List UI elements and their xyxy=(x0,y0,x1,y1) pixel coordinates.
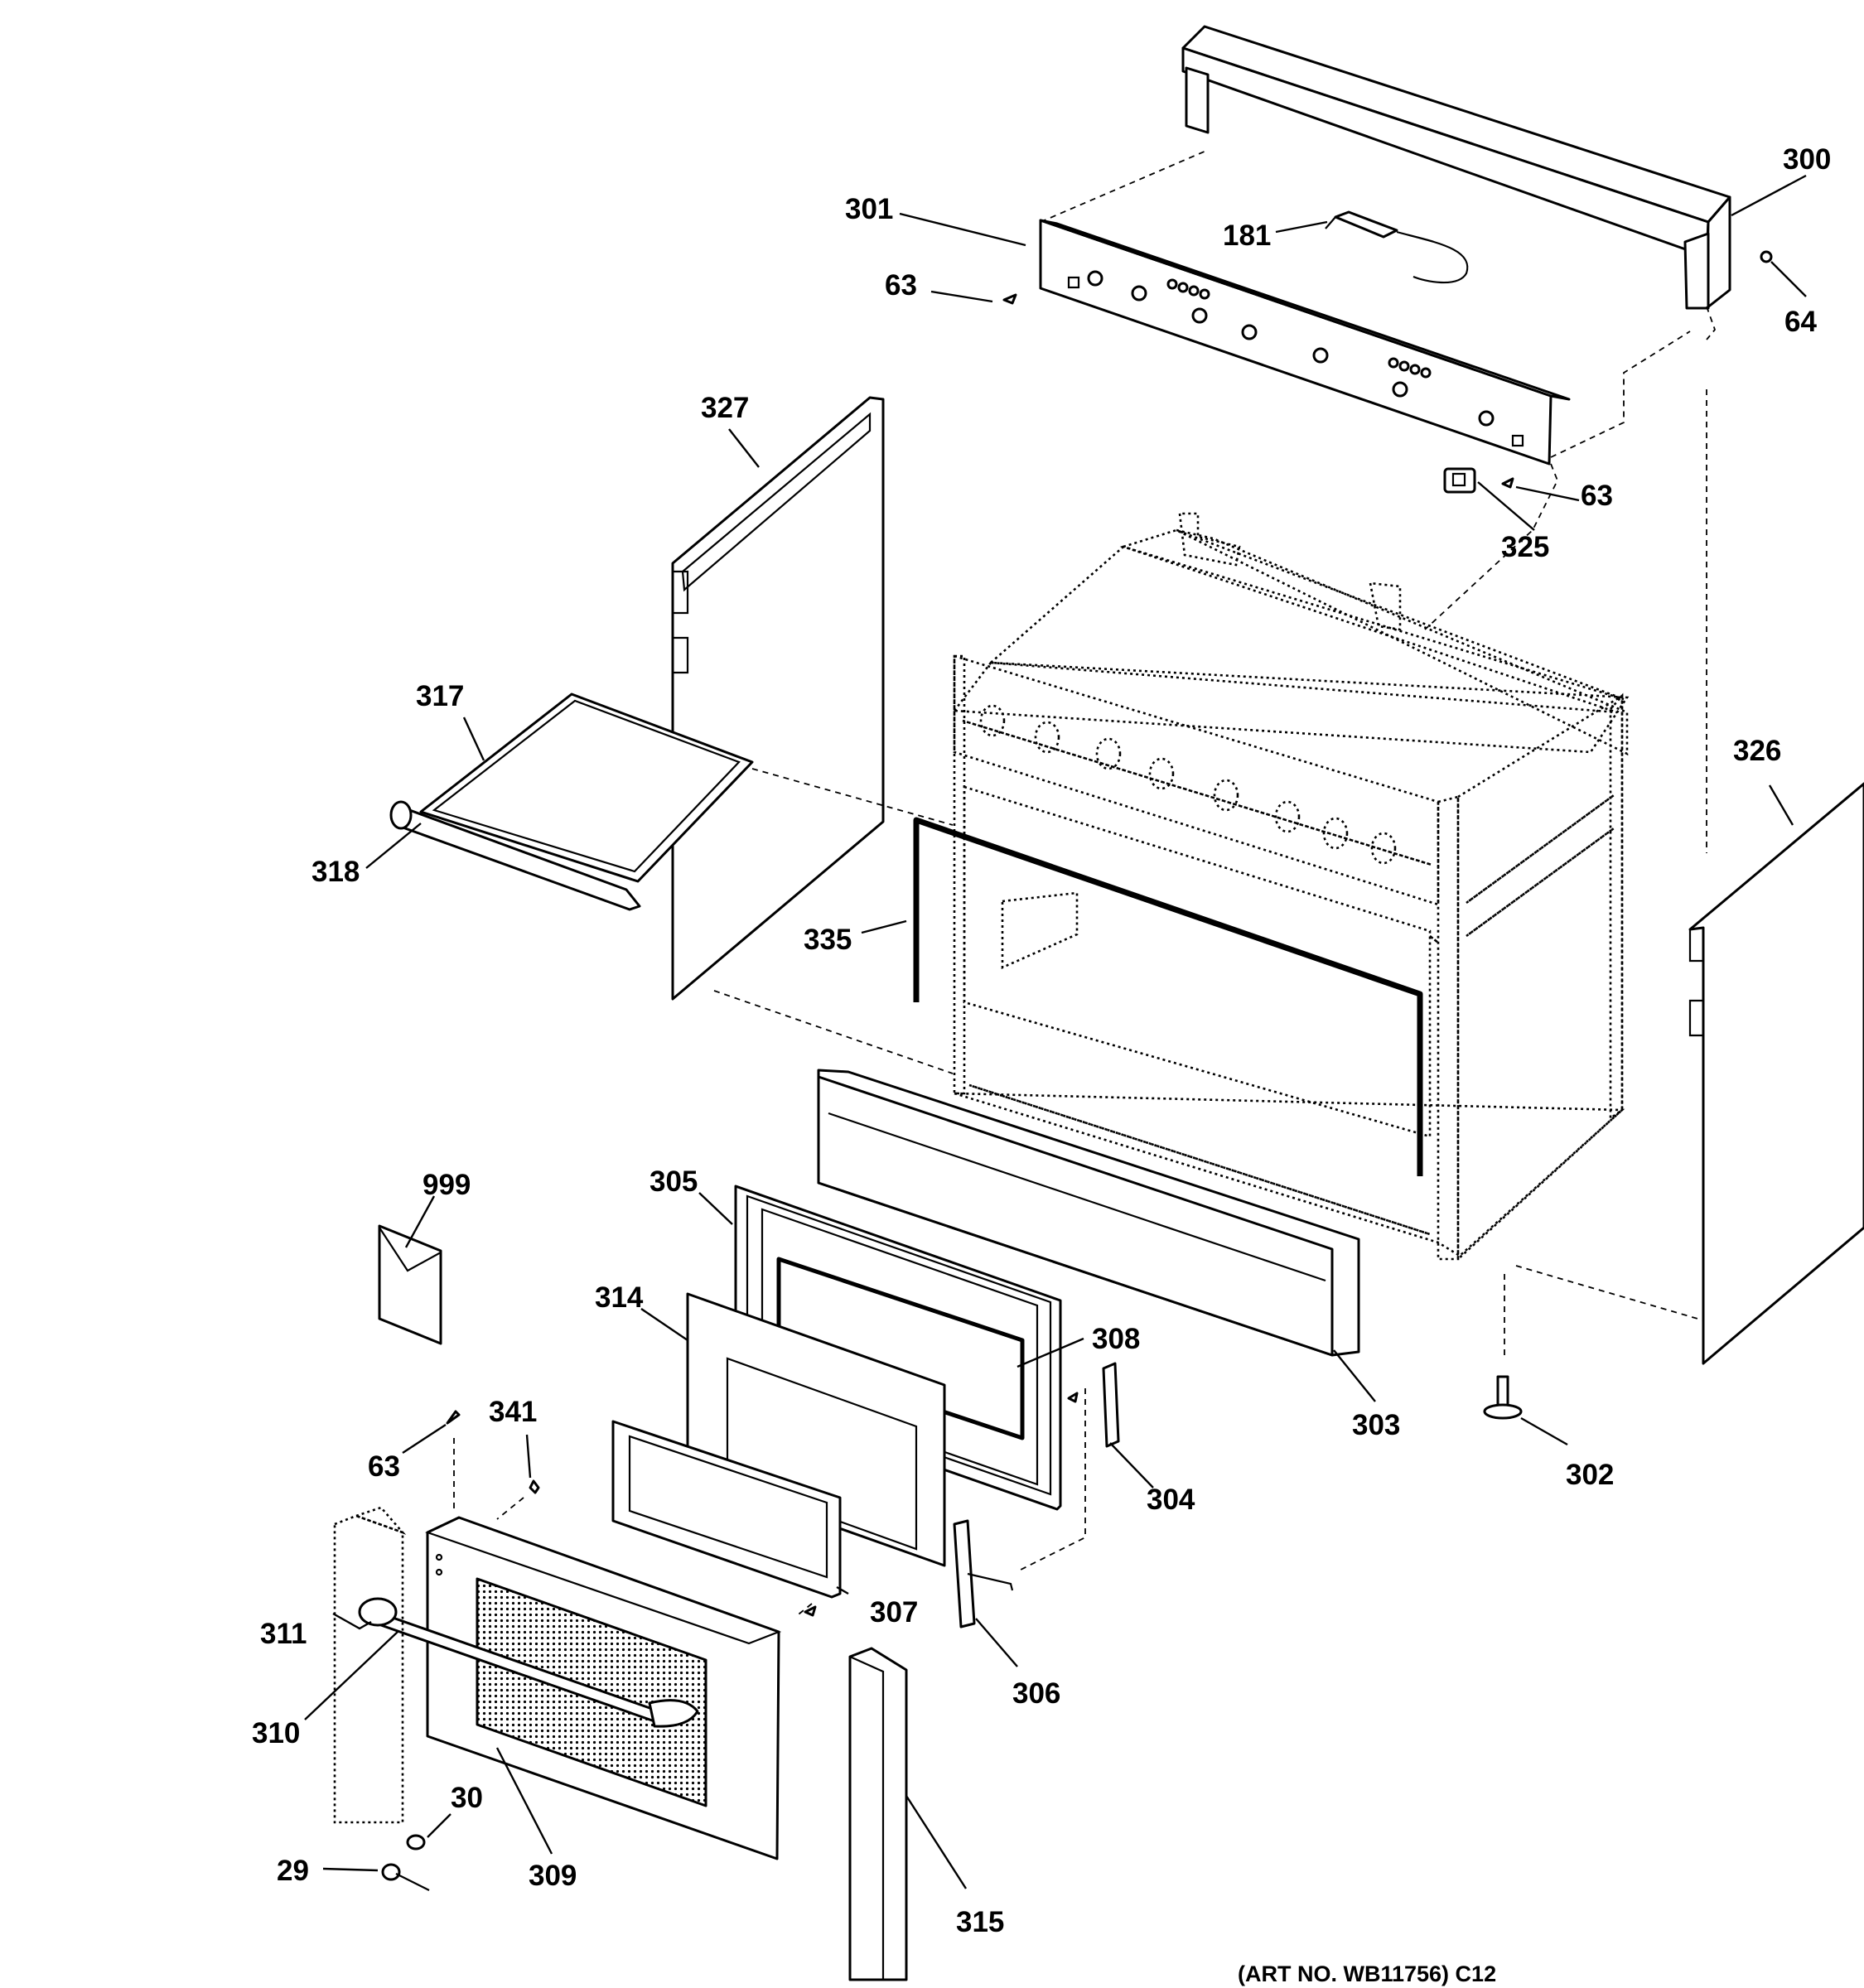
drawer-front-303 xyxy=(817,1069,1360,1357)
switch-325 xyxy=(1443,467,1476,494)
label-307: 307 xyxy=(870,1596,918,1629)
side-panel-327 xyxy=(671,396,885,1001)
rack-handle-318 xyxy=(389,800,641,911)
label-306: 306 xyxy=(1012,1677,1060,1710)
label-311: 311 xyxy=(260,1618,307,1650)
trim-strip-315 xyxy=(848,1647,908,1981)
nut-64 xyxy=(1760,250,1773,263)
label-327: 327 xyxy=(701,392,749,424)
part-labels: 300 301 181 63 64 63 325 327 317 318 335… xyxy=(252,143,1831,1938)
screw-341 xyxy=(529,1479,540,1494)
hinge-bracket-304 xyxy=(1102,1362,1120,1448)
label-335: 335 xyxy=(804,924,852,956)
label-305: 305 xyxy=(650,1165,698,1198)
control-panel-301 xyxy=(1039,219,1571,466)
label-303: 303 xyxy=(1352,1409,1400,1441)
label-64: 64 xyxy=(1784,306,1817,338)
label-302: 302 xyxy=(1566,1459,1614,1491)
label-317: 317 xyxy=(416,680,464,712)
label-341: 341 xyxy=(489,1396,537,1428)
door-handle-310 xyxy=(358,1597,699,1728)
label-325: 325 xyxy=(1501,531,1549,563)
label-315: 315 xyxy=(956,1906,1004,1938)
gasket-335 xyxy=(913,817,1423,1176)
art-number: (ART NO. WB11756) C12 xyxy=(1238,1961,1496,1986)
screw-63-top xyxy=(1002,293,1017,305)
label-309: 309 xyxy=(529,1860,577,1892)
leader-lines xyxy=(304,174,1807,1889)
screw-63-door xyxy=(446,1410,461,1425)
wire-harness-181 xyxy=(1325,210,1469,284)
label-30: 30 xyxy=(451,1782,483,1814)
leveling-leg-302 xyxy=(1483,1375,1523,1420)
label-999: 999 xyxy=(423,1169,471,1201)
literature-999 xyxy=(378,1224,442,1345)
hinge-306 xyxy=(953,1519,1014,1629)
label-326: 326 xyxy=(1733,735,1781,767)
label-29: 29 xyxy=(277,1855,309,1887)
label-63-top: 63 xyxy=(885,269,917,302)
screw-63-right xyxy=(1501,477,1514,489)
label-308: 308 xyxy=(1092,1323,1140,1355)
door-window-307 xyxy=(611,1420,842,1599)
label-181: 181 xyxy=(1223,220,1271,252)
rack-317 xyxy=(419,692,754,883)
oven-body-dotted xyxy=(952,512,1630,1262)
label-314: 314 xyxy=(595,1281,644,1314)
label-301: 301 xyxy=(845,193,893,225)
inner-frame-314 xyxy=(686,1292,946,1567)
screw-29 xyxy=(381,1863,430,1891)
washer-30 xyxy=(406,1834,426,1850)
label-318: 318 xyxy=(311,856,360,888)
screw-door-mid xyxy=(804,1605,817,1617)
window-gasket-308 xyxy=(776,1257,1025,1440)
side-trim-dotted xyxy=(333,1506,407,1824)
label-310: 310 xyxy=(252,1717,300,1749)
label-63-door: 63 xyxy=(368,1450,400,1483)
label-304: 304 xyxy=(1147,1484,1195,1516)
side-panel-326 xyxy=(1688,782,1864,1365)
screw-hinge xyxy=(1067,1392,1079,1403)
label-63-right: 63 xyxy=(1581,480,1613,512)
label-300: 300 xyxy=(1783,143,1831,176)
backguard-trim-300 xyxy=(1181,25,1731,310)
